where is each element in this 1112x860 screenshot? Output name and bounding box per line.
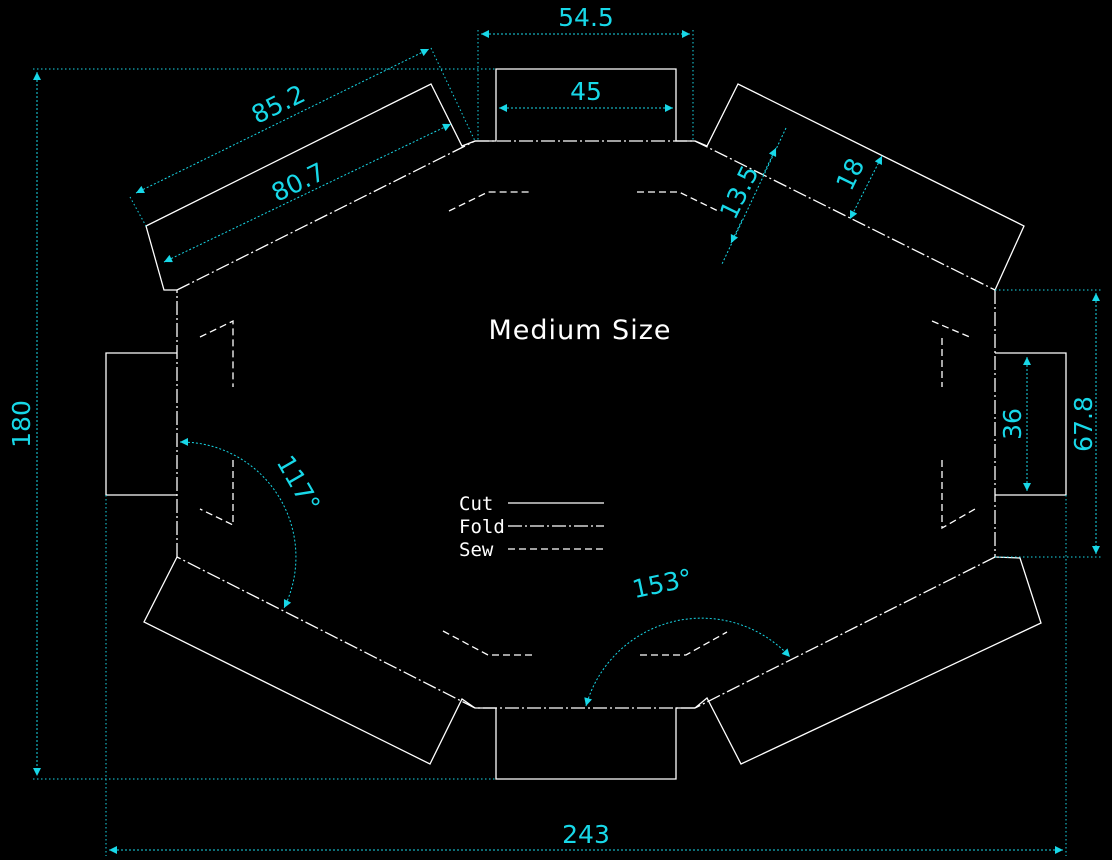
dim-total-height: 180 bbox=[7, 400, 36, 448]
legend-label-fold: Fold bbox=[459, 516, 505, 538]
dim-flap-depth: 18 bbox=[830, 154, 870, 195]
dim-diag-flap-outer: 85.2 bbox=[247, 79, 310, 130]
dim-angle-left: 117° bbox=[271, 450, 326, 517]
dim-total-width: 243 bbox=[562, 820, 610, 849]
legend-label-sew: Sew bbox=[459, 539, 494, 561]
sew-marks bbox=[199, 191, 976, 656]
cut-outline bbox=[105, 68, 1067, 780]
line-legend: Cut Fold Sew bbox=[459, 493, 604, 561]
octagon-fold-lines bbox=[176, 140, 996, 709]
dim-diag-flap-inner: 80.7 bbox=[267, 157, 330, 208]
legend-label-cut: Cut bbox=[459, 493, 493, 515]
pattern-title: Medium Size bbox=[489, 315, 672, 346]
dim-side-flap-outer: 67.8 bbox=[1069, 396, 1098, 452]
dim-top-flap-outer: 54.5 bbox=[558, 3, 614, 32]
dim-flap-depth-small: 13.5 bbox=[714, 161, 764, 224]
dim-side-flap-inner: 36 bbox=[998, 408, 1027, 440]
dim-angle-bottom: 153° bbox=[630, 563, 695, 604]
dim-top-flap-inner: 45 bbox=[570, 77, 602, 106]
dimension-lines bbox=[33, 30, 1102, 856]
